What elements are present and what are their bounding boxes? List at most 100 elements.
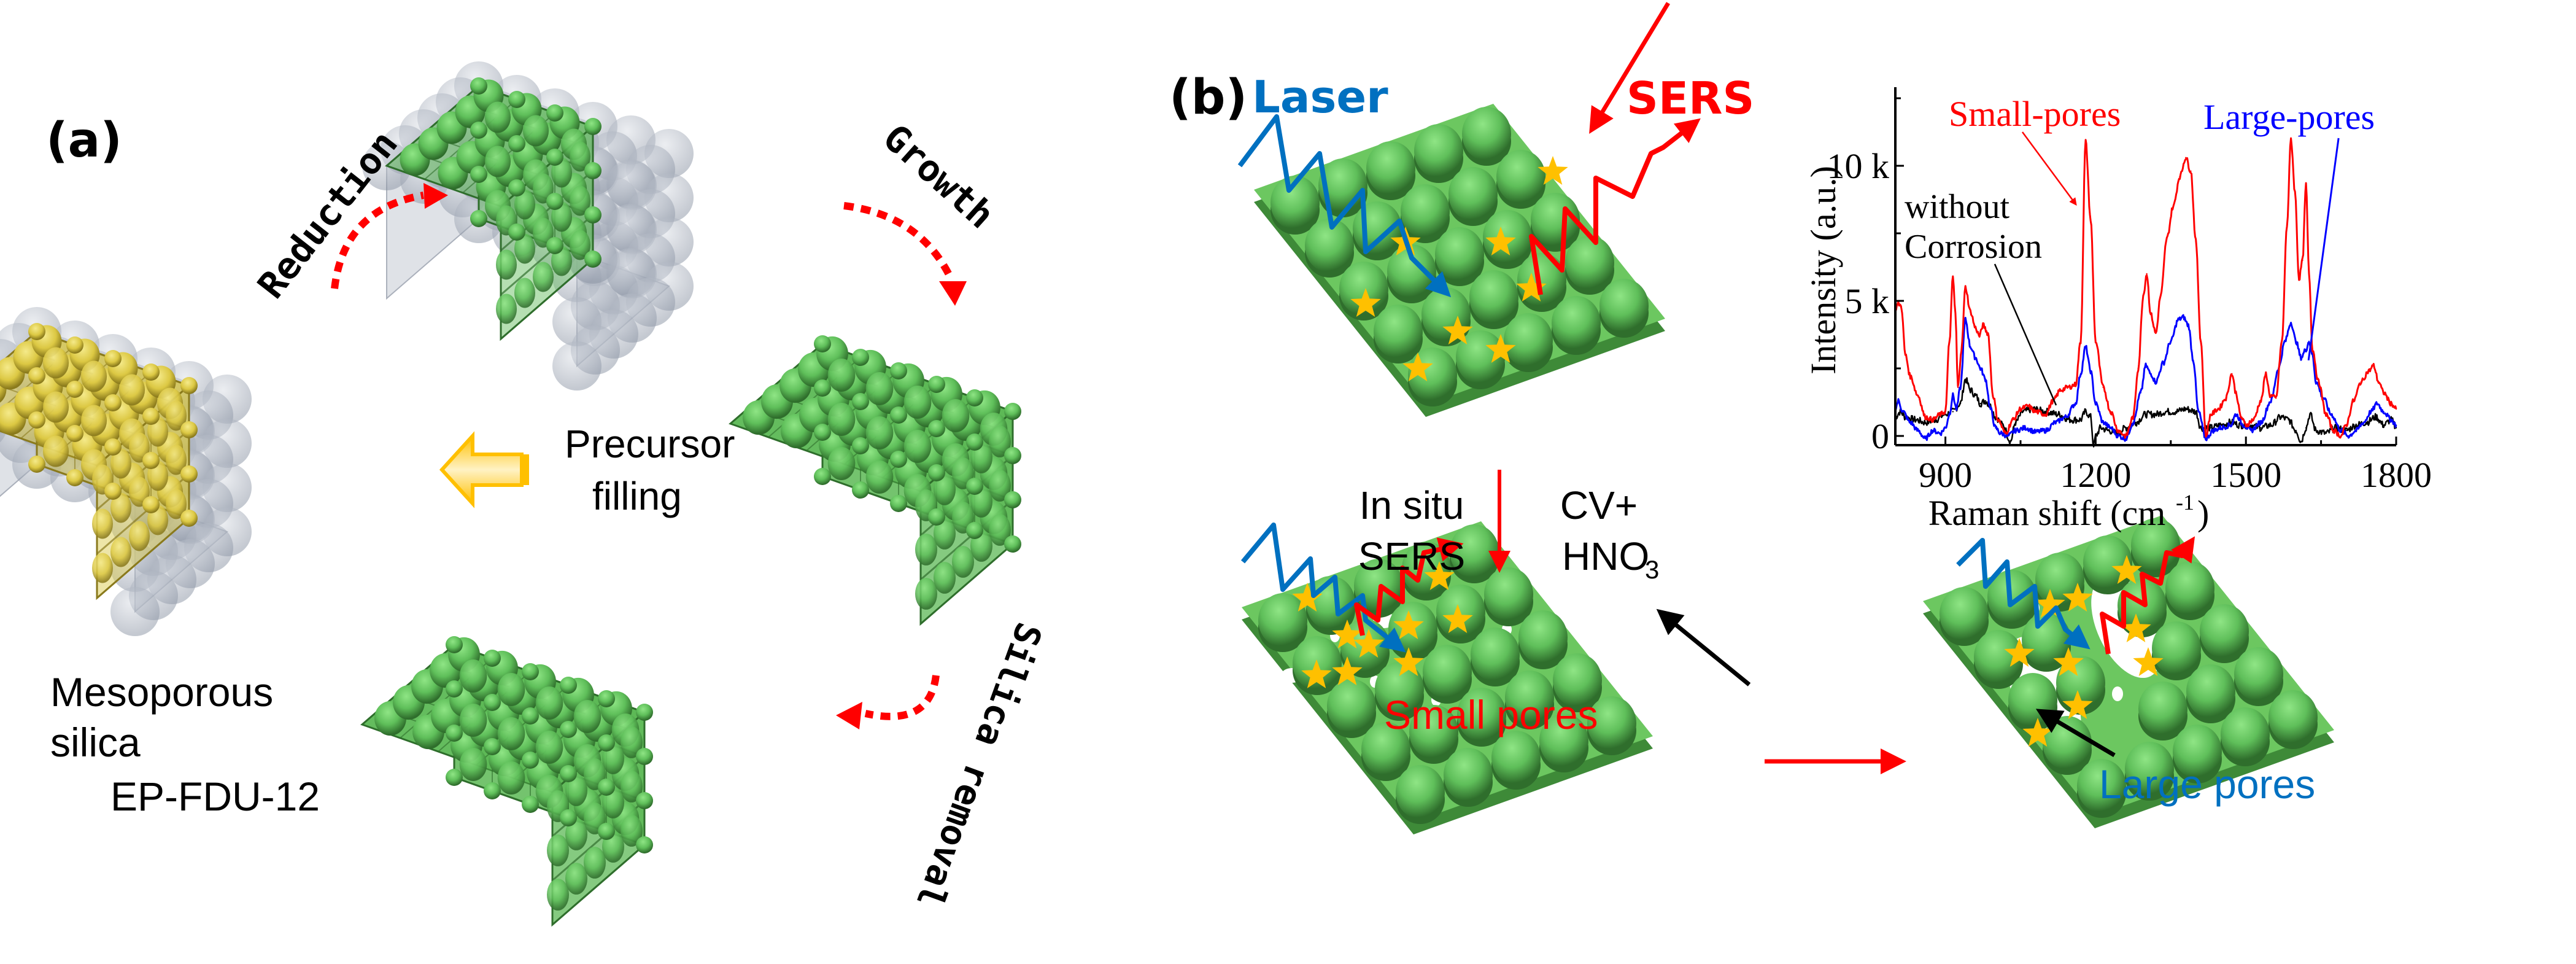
data-point: [1900, 305, 1902, 307]
pore: [2112, 686, 2123, 701]
data-point: [1992, 394, 1994, 397]
metal-sphere: [1504, 313, 1553, 367]
metal-sphere: [915, 578, 937, 610]
data-point: [2014, 430, 2017, 432]
metal-node: [446, 769, 463, 786]
series-line-large-pores: [1894, 314, 2397, 442]
data-point: [2079, 419, 2082, 421]
film-initial: [1237, 104, 1701, 417]
data-point: [1959, 403, 1962, 405]
data-point: [2395, 408, 2397, 410]
metal-node: [852, 393, 869, 410]
metal-sphere: [42, 435, 69, 467]
data-point: [2311, 354, 2313, 356]
data-point: [2225, 397, 2227, 399]
annotation-large-pores-pointer: [2307, 138, 2340, 361]
data-point: [2132, 416, 2134, 418]
data-point: [2235, 413, 2237, 415]
metal-sphere: [989, 470, 1011, 502]
metal-sphere: [1552, 296, 1601, 350]
metal-node: [560, 677, 577, 694]
analyte-star-icon: [1353, 629, 1384, 658]
metal-node: [66, 425, 83, 442]
data-point: [2155, 332, 2157, 334]
data-point: [2230, 421, 2232, 424]
metal-node: [598, 823, 615, 840]
metal-node: [484, 782, 501, 799]
metal-sphere: [129, 521, 150, 551]
data-point: [2057, 413, 2059, 415]
analyte-star-icon: [1485, 334, 1516, 363]
data-point: [1995, 427, 1997, 429]
data-point: [2253, 419, 2254, 421]
metal-sphere: [573, 700, 601, 733]
metal-sphere: [1471, 628, 1520, 682]
metal-sphere: [934, 518, 956, 550]
analyte-star-icon: [2053, 647, 2084, 676]
metal-node: [104, 483, 122, 500]
data-point: [2172, 205, 2175, 208]
silica-sphere: [110, 587, 160, 636]
metal-node: [522, 707, 539, 725]
metal-node: [66, 336, 83, 354]
data-point: [2395, 424, 2397, 426]
metal-node: [522, 796, 539, 813]
analyte-star-icon: [1516, 273, 1547, 301]
data-point: [2044, 413, 2046, 415]
metal-node: [470, 166, 487, 183]
data-point: [2260, 427, 2262, 429]
data-point: [2309, 413, 2311, 415]
data-point: [2084, 346, 2087, 348]
metal-sphere: [1435, 227, 1484, 281]
metal-node: [966, 522, 983, 539]
data-point: [2054, 421, 2057, 424]
data-point: [1982, 324, 1984, 326]
metal-sphere: [1539, 713, 1588, 768]
metal-sphere: [1518, 610, 1568, 664]
data-point: [2145, 365, 2147, 367]
metal-node: [928, 508, 945, 526]
metal-sphere: [2138, 682, 2187, 736]
process-right-line2: HNO: [1562, 534, 1649, 578]
metal-sphere: [166, 489, 187, 519]
data-point: [1989, 408, 1992, 410]
data-point: [2165, 411, 2167, 413]
metal-node: [546, 149, 563, 166]
analyte-star-icon: [1292, 583, 1323, 612]
metal-node: [890, 362, 907, 379]
data-point: [2185, 408, 2187, 410]
metal-sphere: [166, 400, 187, 431]
metal-node: [852, 349, 869, 366]
data-point: [1975, 394, 1976, 397]
reduction-arrow: [331, 192, 425, 289]
analyte-star-icon: [1402, 352, 1433, 381]
metal-sphere: [1414, 124, 1463, 178]
data-point: [2260, 421, 2262, 424]
data-point: [2265, 373, 2267, 375]
metal-node: [484, 738, 501, 755]
metal-node: [928, 376, 945, 393]
data-point: [1955, 408, 1957, 410]
metal-node: [104, 350, 122, 367]
analyte-star-icon: [2035, 589, 2065, 618]
data-point: [1987, 332, 1989, 334]
data-point: [2250, 430, 2252, 432]
silica-sphere: [552, 341, 601, 391]
metal-sphere: [1387, 244, 1436, 298]
process-left-line2: SERS: [1358, 534, 1465, 578]
data-point: [2035, 411, 2036, 413]
metal-sphere: [110, 448, 131, 479]
data-point: [2275, 397, 2277, 399]
metal-sphere: [1553, 653, 1602, 707]
metal-sphere: [989, 514, 1011, 546]
data-point: [2308, 340, 2310, 343]
metal-sphere: [496, 293, 517, 324]
template-label-line2: silica: [50, 720, 141, 765]
chart-series-layer: [1894, 137, 2397, 448]
metal-sphere: [110, 492, 131, 523]
metal-node: [636, 748, 653, 765]
data-point: [2330, 413, 2332, 415]
data-point: [1917, 430, 1919, 432]
data-point: [2166, 238, 2168, 239]
metal-sphere: [533, 262, 554, 292]
